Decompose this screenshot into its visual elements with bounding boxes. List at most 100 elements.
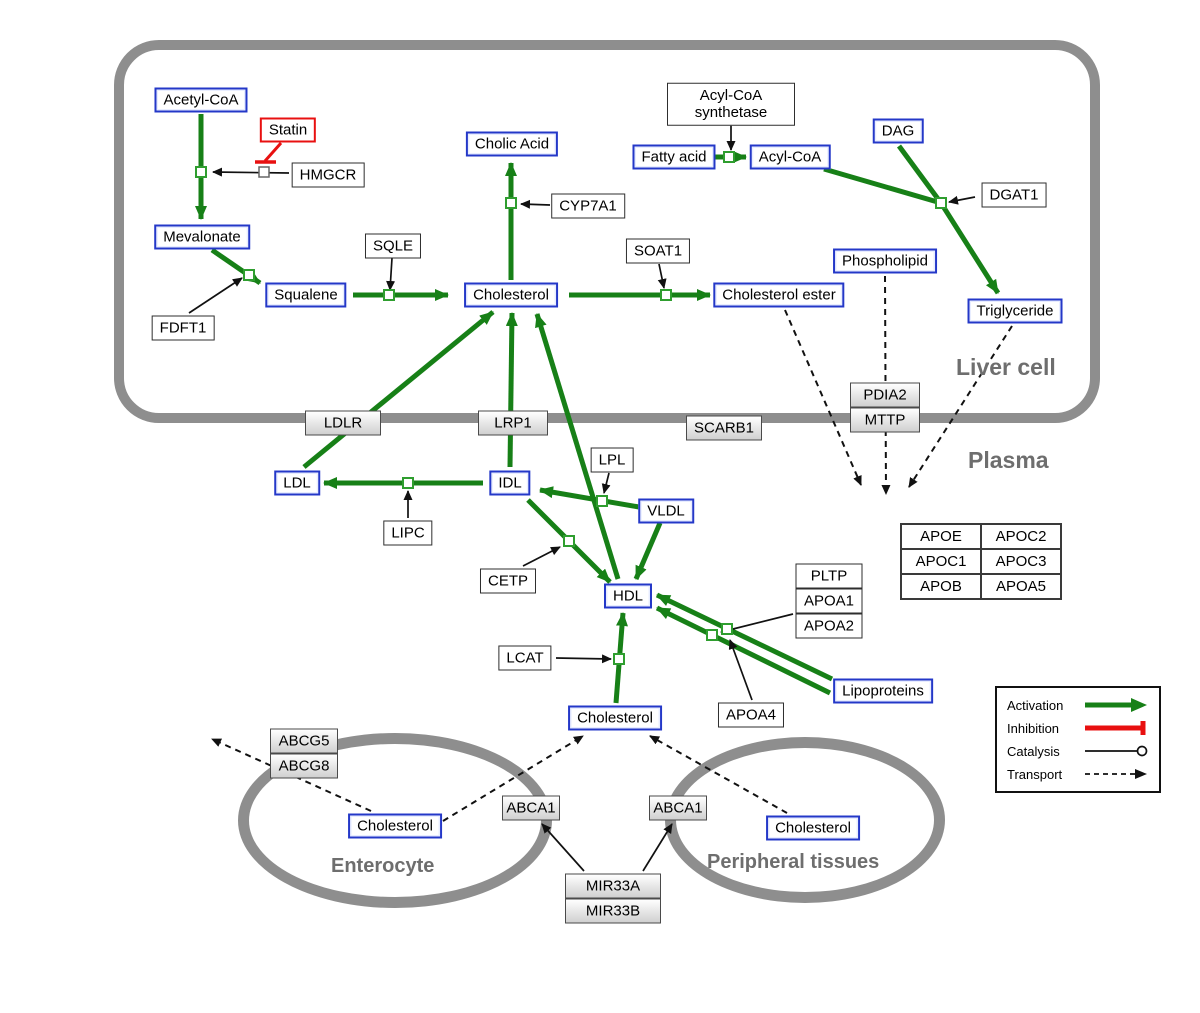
apo-cell[interactable]: APOB (901, 574, 981, 599)
apo-cell[interactable]: APOA5 (981, 574, 1061, 599)
edge-acylcoa-triglyceride (823, 166, 1001, 295)
edge-enterocyte-efflux-abcg (211, 738, 372, 812)
transport-dashed-arrow-icon (1085, 769, 1147, 779)
node-sqle[interactable]: SQLE (364, 233, 422, 259)
edge-cetp-catalysis (522, 546, 561, 567)
liver-cell-label: Liver cell (956, 354, 1056, 380)
edge-sqle-catalysis (386, 257, 396, 291)
edge-mir33-abca1-right (642, 823, 673, 872)
node-scarb1[interactable]: SCARB1 (686, 415, 762, 441)
node-mevalonate[interactable]: Mevalonate (154, 224, 250, 250)
process-node (563, 535, 575, 547)
legend: Activation Inhibition Catalysis Transpor… (995, 686, 1161, 793)
edge-hdl-cholesterol (534, 313, 621, 580)
edge-idl-cholesterol (505, 312, 518, 468)
node-acyl-coa[interactable]: Acyl-CoA (749, 144, 831, 170)
process-node (706, 629, 718, 641)
process-node (660, 289, 672, 301)
process-node (402, 477, 414, 489)
node-apoa1[interactable]: APOA1 (795, 588, 863, 614)
edge-fdft1-catalysis (188, 277, 243, 314)
edge-vldl-hdl (633, 522, 663, 580)
node-cetp[interactable]: CETP (479, 568, 537, 594)
node-cholesterol-ester[interactable]: Cholesterol ester (713, 282, 845, 308)
node-cholic-acid[interactable]: Cholic Acid (465, 131, 559, 157)
edge-dgat1-catalysis (948, 195, 976, 205)
edge-apoa4-catalysis (728, 639, 753, 701)
node-cholesterol-liver[interactable]: Cholesterol (464, 282, 558, 308)
node-statin[interactable]: Statin (259, 117, 317, 143)
node-soat1[interactable]: SOAT1 (625, 238, 691, 264)
node-acetyl-coa[interactable]: Acetyl-CoA (154, 87, 248, 113)
plasma-label: Plasma (968, 447, 1049, 473)
process-node (195, 166, 207, 178)
node-dag[interactable]: DAG (872, 118, 924, 144)
node-ldlr[interactable]: LDLR (305, 410, 381, 436)
node-cholesterol-plasma[interactable]: Cholesterol (568, 705, 662, 731)
edge-lcat-catalysis (555, 654, 612, 664)
node-mttp[interactable]: MTTP (850, 407, 920, 433)
process-node (723, 151, 735, 163)
peripheral-tissues-label: Peripheral tissues (707, 851, 880, 873)
apo-cell[interactable]: APOC2 (981, 524, 1061, 549)
activation-arrow-icon (1085, 698, 1147, 712)
legend-row-activation: Activation (1007, 697, 1149, 713)
node-cyp7a1[interactable]: CYP7A1 (551, 193, 625, 219)
node-pdia2[interactable]: PDIA2 (850, 382, 920, 408)
node-acyl-coa-synthetase[interactable]: Acyl-CoA synthetase (667, 82, 795, 126)
edge-vldl-idl (539, 486, 640, 510)
node-lipoproteins[interactable]: Lipoproteins (833, 678, 933, 704)
node-mir33b[interactable]: MIR33B (565, 898, 661, 924)
legend-inhibition-label: Inhibition (1007, 720, 1060, 736)
catalysis-circle-icon (1085, 745, 1148, 757)
process-node (383, 289, 395, 301)
node-pltp[interactable]: PLTP (795, 563, 863, 589)
edge-lpl-catalysis (601, 472, 611, 494)
edge-cyp7a1-catalysis (520, 199, 551, 209)
edge-lipoproteins-hdl-lower (655, 605, 832, 696)
process-node (935, 197, 947, 209)
node-hdl[interactable]: HDL (603, 583, 653, 609)
legend-transport-label: Transport (1007, 766, 1063, 782)
apolipoprotein-table: APOE APOC2 APOC1 APOC3 APOB APOA5 (900, 523, 1062, 600)
node-vldl[interactable]: VLDL (638, 498, 694, 524)
node-phospholipid[interactable]: Phospholipid (833, 248, 937, 274)
node-lpl[interactable]: LPL (590, 447, 634, 473)
edge-mir33-abca1-left (541, 823, 585, 872)
node-fdft1[interactable]: FDFT1 (151, 315, 215, 341)
node-apoa4[interactable]: APOA4 (717, 702, 785, 728)
edge-phospholipid-plasma (881, 275, 891, 495)
node-cholesterol-enterocyte[interactable]: Cholesterol (348, 813, 442, 839)
edge-peripheral-abca1-cholesterol (649, 735, 788, 814)
node-abca1-left[interactable]: ABCA1 (502, 795, 560, 821)
statin-target-node (258, 166, 270, 178)
node-lcat[interactable]: LCAT (498, 645, 552, 671)
process-node (721, 623, 733, 635)
node-idl[interactable]: IDL (489, 470, 531, 496)
node-triglyceride[interactable]: Triglyceride (967, 298, 1063, 324)
node-squalene[interactable]: Squalene (265, 282, 347, 308)
apo-cell[interactable]: APOC3 (981, 549, 1061, 574)
edge-cholesterolester-plasma (784, 309, 862, 486)
node-hmgcr[interactable]: HMGCR (291, 162, 365, 188)
node-lipc[interactable]: LIPC (383, 520, 433, 546)
node-mir33a[interactable]: MIR33A (565, 873, 661, 899)
enterocyte-region (238, 733, 552, 908)
liver-cell-region (114, 40, 1100, 423)
node-lrp1[interactable]: LRP1 (478, 410, 548, 436)
node-apoa2[interactable]: APOA2 (795, 613, 863, 639)
edge-lipoproteins-hdl-upper (655, 592, 834, 682)
node-fatty-acid[interactable]: Fatty acid (632, 144, 716, 170)
apo-cell[interactable]: APOC1 (901, 549, 981, 574)
node-cholesterol-peripheral[interactable]: Cholesterol (766, 815, 860, 841)
node-abcg5[interactable]: ABCG5 (270, 728, 338, 754)
node-abcg8[interactable]: ABCG8 (270, 753, 338, 779)
node-abca1-right[interactable]: ABCA1 (649, 795, 707, 821)
apo-cell[interactable]: APOE (901, 524, 981, 549)
node-dgat1[interactable]: DGAT1 (981, 182, 1047, 208)
edge-ldl-cholesterol (302, 310, 495, 469)
node-ldl[interactable]: LDL (274, 470, 320, 496)
edge-enterocyte-abca1-cholesterol (442, 735, 584, 822)
edge-soat1-catalysis (657, 263, 667, 289)
